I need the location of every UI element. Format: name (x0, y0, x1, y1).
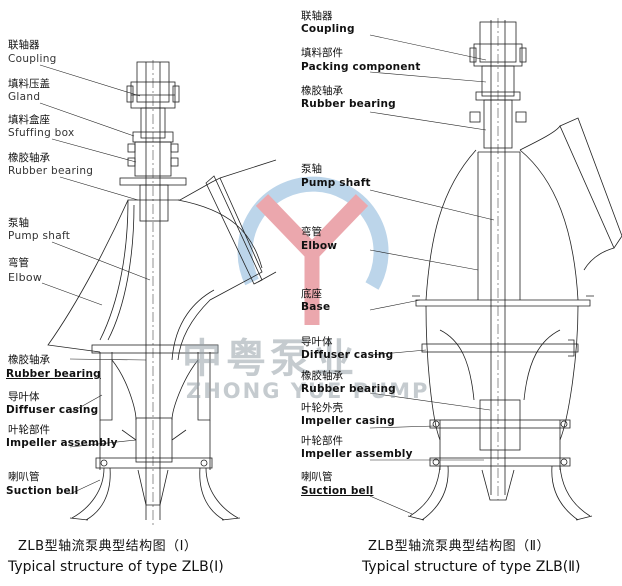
label2-cn-base: 底座 (301, 288, 322, 300)
watermark-brand-en: ZHONG YUE PUMP (186, 379, 430, 403)
label-en-gland: Gland (8, 91, 41, 103)
watermark-logo (237, 176, 389, 325)
label-en-rubber-bearing-upper: Rubber bearing (8, 165, 94, 177)
label-cn-gland: 填料压盖 (8, 78, 50, 90)
label2-cn-rubber-bearing-upper: 橡胶轴承 (301, 85, 343, 97)
label-en-suction-bell: Suction bell (6, 485, 79, 497)
label2-cn-impeller-casing: 叶轮外壳 (301, 402, 343, 414)
figure-1-drawing (47, 60, 277, 525)
label2-cn-coupling: 联轴器 (301, 10, 333, 22)
label2-cn-diffuser-casing: 导叶体 (301, 336, 333, 348)
label-en-impeller-assembly: Impeller assembly (6, 437, 118, 449)
label2-cn-packing-component: 填料部件 (301, 47, 343, 59)
label2-en-diffuser-casing: Diffuser casing (301, 349, 394, 361)
label2-cn-rubber-bearing-lower: 橡胶轴承 (301, 370, 343, 382)
label2-cn-suction-bell: 喇叭管 (301, 471, 333, 483)
label2-en-coupling: Coupling (301, 23, 355, 35)
label-en-elbow: Elbow (8, 271, 43, 284)
label2-en-rubber-bearing-lower: Rubber bearing (301, 383, 396, 395)
label2-en-impeller-assembly: Impeller assembly (301, 448, 413, 460)
label-cn-pump-shaft: 泵轴 (8, 217, 29, 229)
label2-cn-elbow: 弯管 (301, 226, 322, 238)
label-en-rubber-bearing-lower: Rubber bearing (6, 368, 101, 380)
label2-cn-impeller-assembly: 叶轮部件 (301, 435, 343, 447)
label2-en-suction-bell: Suction bell (301, 485, 374, 497)
label2-en-pump-shaft: Pump shaft (301, 177, 371, 189)
label-cn-suction-bell: 喇叭管 (8, 471, 40, 483)
figure-1-caption-cn: ZLB型轴流泵典型结构图（Ⅰ） (18, 539, 198, 554)
label2-cn-pump-shaft: 泵轴 (301, 163, 322, 175)
label-cn-coupling: 联轴器 (8, 39, 40, 51)
label-en-pump-shaft: Pump shaft (8, 230, 71, 242)
label2-en-elbow: Elbow (301, 240, 338, 252)
figure-2-caption-cn: ZLB型轴流泵典型结构图（Ⅱ） (368, 539, 550, 554)
label-cn-rubber-bearing-lower: 橡胶轴承 (8, 354, 50, 366)
figure-1-caption-en: Typical structure of type ZLB(Ⅰ) (8, 559, 224, 575)
leader-lines (39, 34, 495, 515)
label-cn-impeller-assembly: 叶轮部件 (8, 424, 50, 436)
label-en-diffuser-casing: Diffuser casing (6, 404, 99, 416)
label2-en-packing-component: Packing component (301, 61, 421, 73)
label-cn-rubber-bearing-upper: 橡胶轴承 (8, 152, 50, 164)
label-cn-elbow: 弯管 (8, 257, 29, 269)
label-en-coupling: Coupling (8, 53, 57, 65)
label-cn-stuffing-box: 填料盒座 (8, 114, 50, 126)
label-en-stuffing-box: Sfuffing box (8, 127, 75, 139)
label-cn-diffuser-casing: 导叶体 (8, 391, 40, 403)
figure-2-caption-en: Typical structure of type ZLB(Ⅱ) (362, 559, 581, 575)
label2-en-base: Base (301, 301, 331, 313)
label2-en-impeller-casing: Impeller casing (301, 415, 395, 427)
figure-2-drawing (407, 18, 622, 521)
watermark-brand-cn: 中粤泵业 (182, 336, 358, 382)
label2-en-rubber-bearing-upper: Rubber bearing (301, 98, 396, 110)
